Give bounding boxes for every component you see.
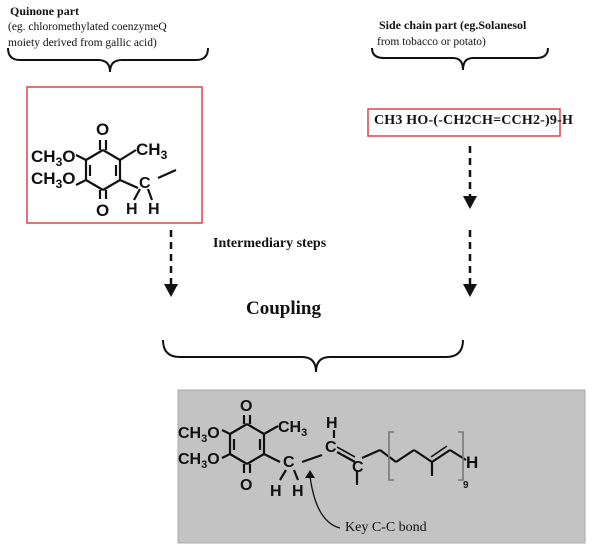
svg-text:CH3: CH3	[278, 419, 307, 439]
svg-text:CH3O: CH3O	[178, 451, 220, 471]
svg-text:H: H	[148, 201, 160, 218]
key-bond-arrow	[309, 475, 341, 529]
svg-text:O: O	[96, 201, 109, 220]
svg-text:C: C	[352, 459, 364, 476]
svg-text:O: O	[240, 398, 252, 415]
quinone-part-title: Quinone part	[10, 4, 80, 18]
quinone-box	[26, 86, 203, 224]
svg-text:H: H	[126, 201, 138, 218]
side-chain-part-title: Side chain part (eg.Solanesol	[379, 18, 527, 32]
product-atom-labels: O O CH3O CH3O CH3 C H H H C C H 9	[178, 398, 478, 500]
quinone-part-desc-line1: (eg. chloromethylated coenzymeQ	[8, 21, 167, 33]
quinone-atom-labels: O O CH3O CH3O CH3 C H H	[31, 120, 168, 220]
svg-text:CH3O: CH3O	[31, 169, 75, 191]
product-box	[177, 389, 586, 544]
svg-text:CH3O: CH3O	[31, 147, 75, 169]
svg-text:H: H	[292, 483, 304, 500]
svg-text:O: O	[96, 120, 109, 139]
coupling-label: Coupling	[246, 298, 321, 319]
svg-text:H: H	[270, 483, 282, 500]
product-structure	[221, 415, 467, 485]
svg-text:CH3: CH3	[136, 140, 168, 162]
key-bond-arrowhead	[305, 470, 315, 478]
coupling-brace	[162, 339, 464, 373]
side-chain-box	[367, 108, 561, 137]
intermediary-steps-label: Intermediary steps	[213, 236, 327, 251]
svg-text:H: H	[326, 415, 338, 432]
key-cc-bond-label: Key C-C bond	[345, 520, 427, 535]
side-chain-brace	[371, 47, 549, 71]
svg-text:C: C	[325, 439, 337, 456]
quinone-brace	[7, 47, 209, 73]
arrowheads	[164, 196, 477, 297]
svg-text:CH3O: CH3O	[178, 425, 220, 445]
side-chain-part-desc-line2: from tobacco or potato)	[377, 36, 486, 48]
quinone-structure	[75, 140, 177, 201]
svg-text:H: H	[466, 453, 478, 472]
dashed-arrows	[169, 146, 472, 286]
svg-text:O: O	[240, 477, 252, 494]
side-chain-formula: CH3 HO-(-CH2CH=CCH2-)9-H	[374, 113, 574, 128]
svg-text:C: C	[283, 454, 295, 471]
quinone-part-desc-line2: moiety derived from gallic acid)	[8, 37, 157, 49]
svg-text:9: 9	[463, 480, 469, 491]
repeat-brackets	[388, 431, 464, 481]
svg-text:C: C	[139, 175, 151, 192]
